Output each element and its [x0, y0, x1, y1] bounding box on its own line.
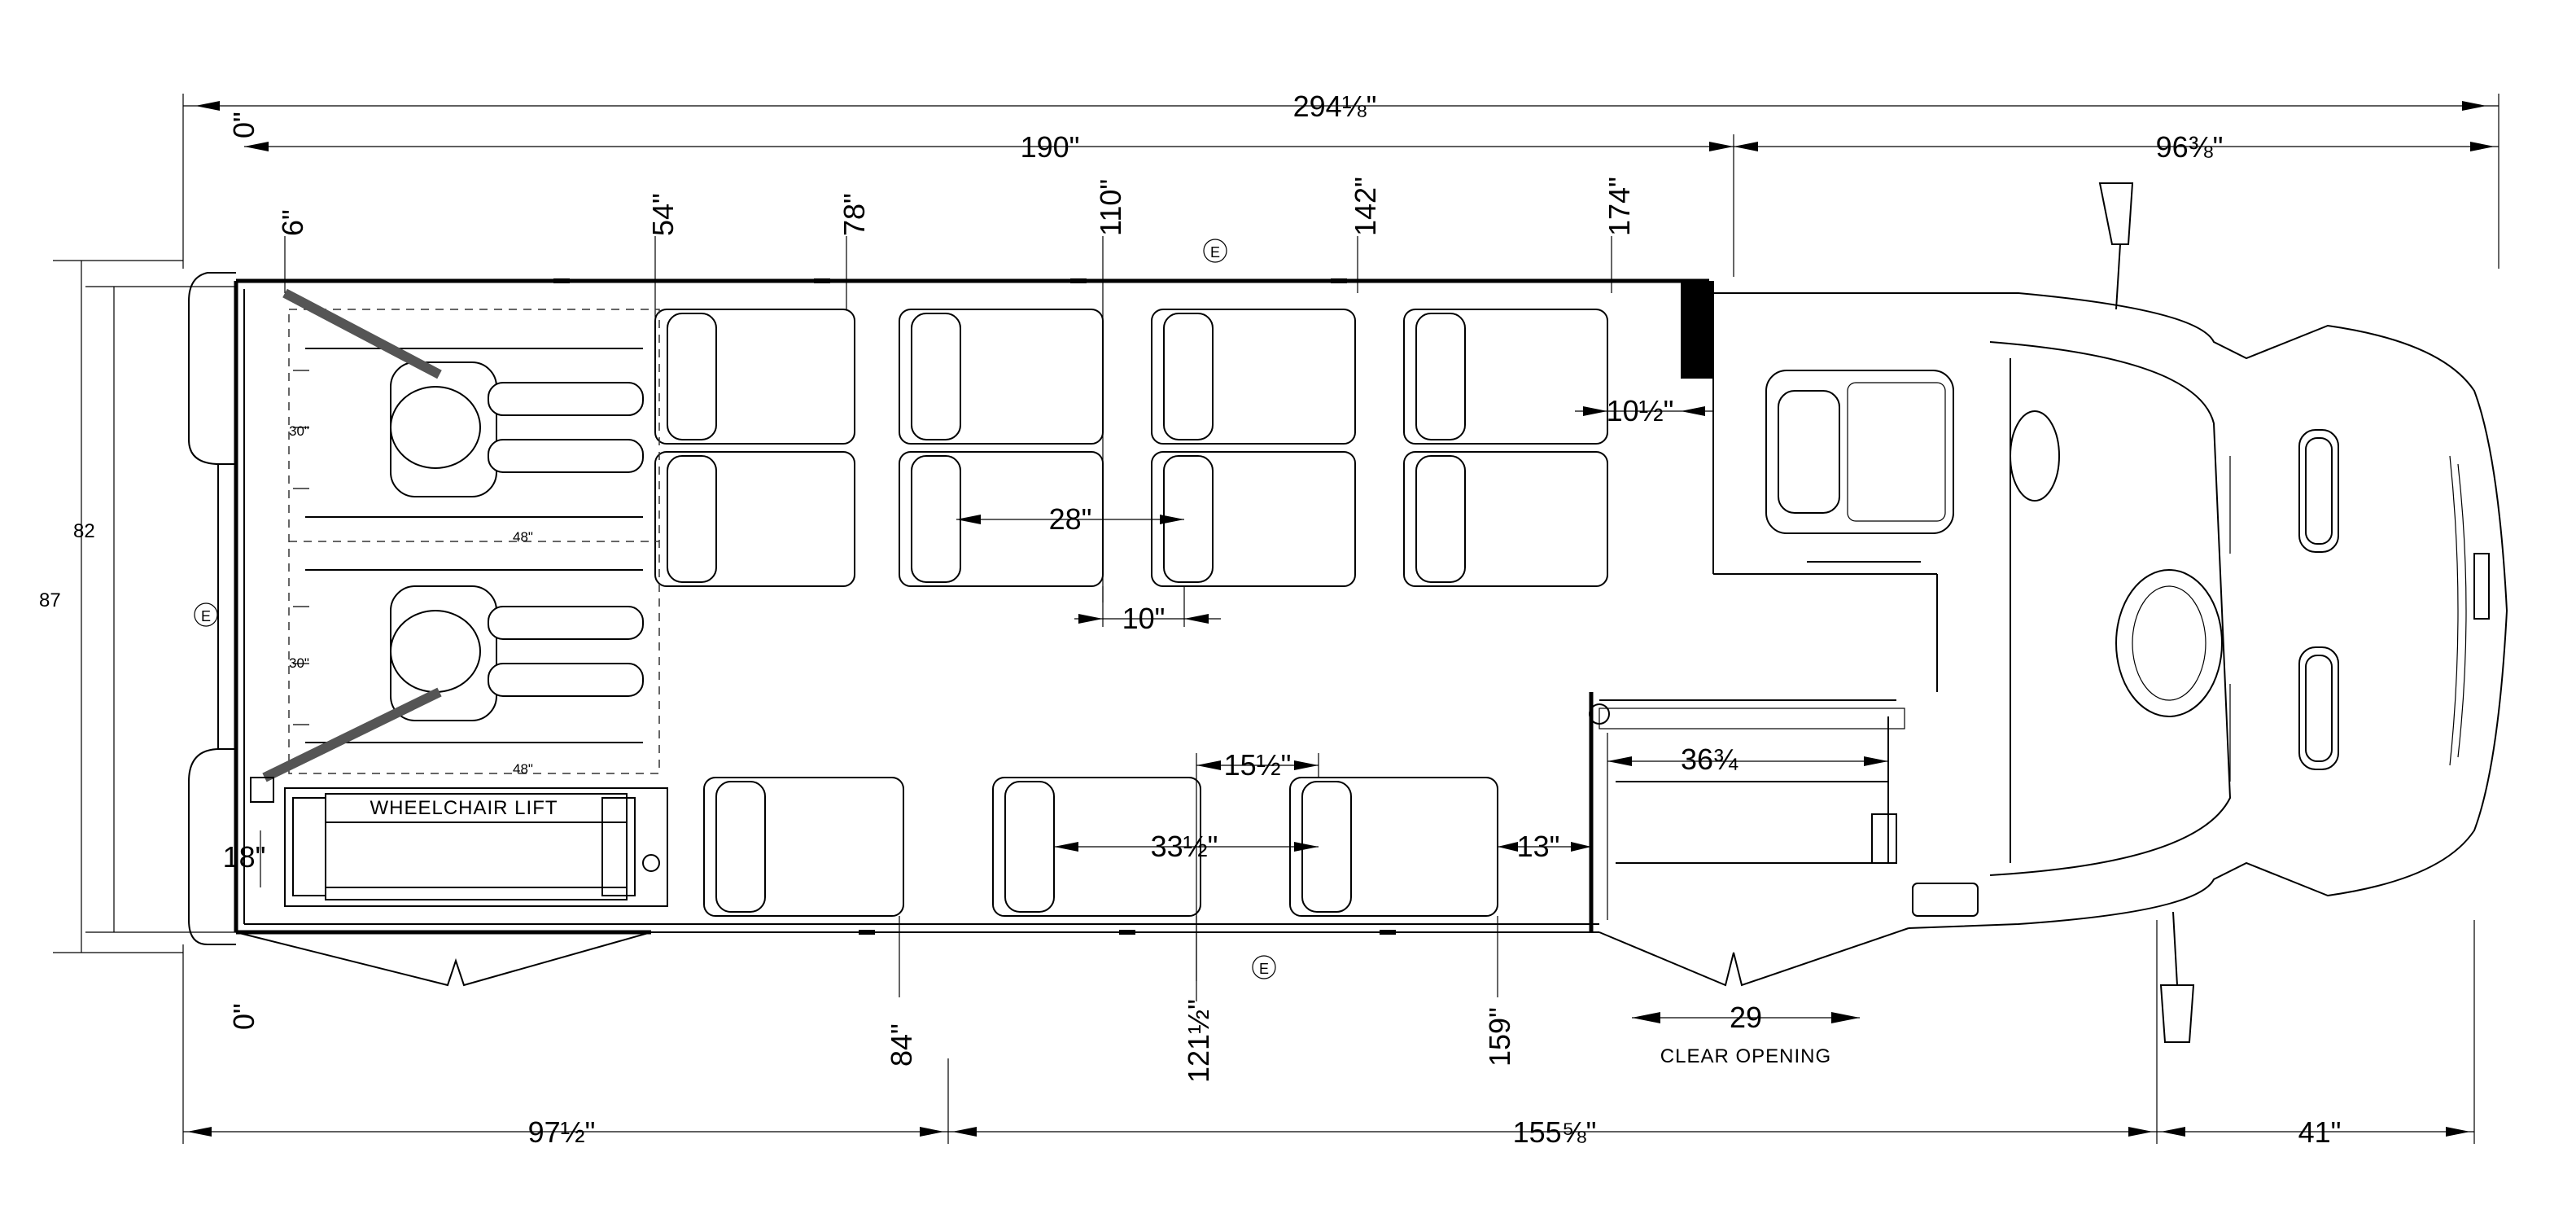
wheelchair-user-icon	[282, 288, 644, 518]
wheelchair-lift-label: WHEELCHAIR LIFT	[370, 797, 558, 819]
dim-total-length: 294⅛"	[182, 90, 2499, 269]
dim-station-54: 54"	[646, 193, 680, 236]
dim-cab-length-text: 96⅜"	[2156, 130, 2224, 164]
dim-zero-top: 0"	[227, 112, 260, 138]
dim-rear-overhang: 97½"	[528, 1115, 596, 1149]
dim-station-84: 84"	[885, 1023, 918, 1067]
dim-station-121: 121½"	[1182, 999, 1215, 1083]
wheelchair-user-icon	[262, 569, 644, 782]
dim-outer-width: 87	[39, 589, 61, 611]
dim-lift-offset: 18"	[223, 840, 266, 874]
seat-rows-top	[654, 309, 1608, 587]
dim-step-gap: 13"	[1517, 830, 1560, 863]
dim-wc-len-bottom: 48"	[513, 761, 533, 777]
dim-station-159: 159"	[1483, 1007, 1516, 1067]
wheelchair-lift: WHEELCHAIR LIFT 18"	[223, 777, 668, 907]
dim-seat-gap-right: 15½"	[1224, 748, 1292, 782]
dim-wc-depth-bottom: 30"	[289, 655, 309, 671]
entry-steps: 36¾	[1589, 703, 1979, 920]
dim-seat-gap: 10"	[1122, 602, 1166, 635]
station-dims-bottom: 84" 121½" 159" 0"	[227, 916, 1516, 1083]
dim-bottom-overall: 97½" 155⅝" 41"	[182, 920, 2475, 1149]
clear-opening-label: CLEAR OPENING	[1660, 1045, 1831, 1067]
dim-clear-opening: 29	[1730, 1001, 1762, 1034]
dim-wc-depth-top: 30"	[289, 423, 309, 439]
dim-inner-width: 82	[73, 520, 95, 542]
dim-door-width: 36¾	[1681, 743, 1738, 776]
dim-station-78: 78"	[838, 193, 871, 236]
dim-wheelbase: 155⅝"	[1513, 1115, 1597, 1149]
svg-text:E: E	[201, 608, 211, 624]
dim-seat-pitch-right: 33½"	[1151, 830, 1218, 863]
dim-body-length: 190" 96⅜"	[244, 130, 2499, 277]
dim-front-overhang: 41"	[2298, 1115, 2342, 1149]
station-dims-top: 6" 54" 78" 110" 142" 174"	[276, 177, 1636, 602]
dim-wc-len-top: 48"	[513, 529, 533, 545]
dim-station-110: 110"	[1094, 179, 1127, 236]
dim-aisle-front: 10½"	[1607, 394, 1674, 427]
dim-seat-pitch: 28"	[1049, 502, 1092, 536]
dim-total-length-text: 294⅛"	[1293, 90, 1377, 123]
dim-zero-bottom: 0"	[227, 1003, 260, 1030]
bus-body	[188, 272, 1938, 987]
svg-text:E: E	[1210, 244, 1220, 261]
svg-text:E: E	[1259, 961, 1269, 977]
wheelchair-area: 30" 30" 48" 48"	[262, 288, 660, 782]
dim-width: 87 82	[39, 260, 236, 953]
dim-station-6: 6"	[276, 209, 309, 236]
dim-station-174: 174"	[1603, 177, 1636, 236]
dim-body-length-text: 190"	[1021, 130, 1080, 164]
dim-station-142: 142"	[1349, 177, 1382, 236]
cab	[1713, 182, 2508, 1043]
